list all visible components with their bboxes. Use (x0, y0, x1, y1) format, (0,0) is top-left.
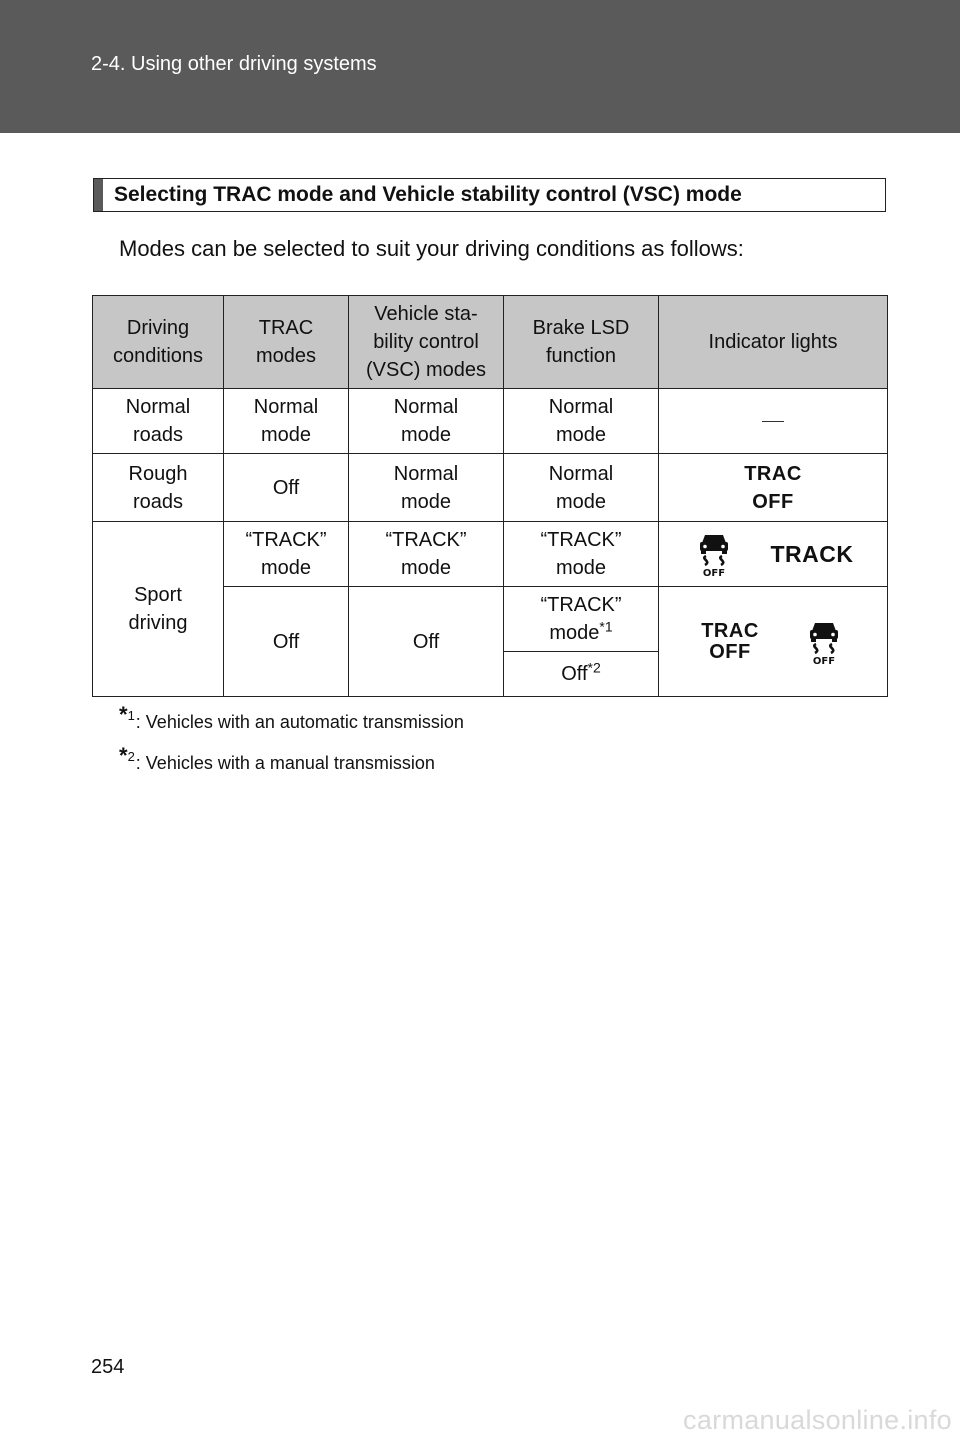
normal-vsc: Normal mode (348, 388, 504, 454)
asterisk-mark: * (119, 702, 128, 727)
vsc-off-icon: OFF (693, 531, 735, 577)
section-heading-box: Selecting TRAC mode and Vehicle stabilit… (93, 178, 886, 212)
normal-trac: Normal mode (223, 388, 349, 454)
modes-table: Driving conditions TRAC modes Vehicle st… (92, 295, 888, 697)
normal-condition: Normal roads (92, 388, 224, 454)
header-trac-modes: TRAC modes (223, 295, 349, 389)
asterisk-mark: * (587, 659, 593, 676)
rough-vsc: Normal mode (348, 453, 504, 522)
sport-off-lsd-at: “TRACK” mode*1 (503, 586, 659, 652)
sport-track-indicator: OFF TRACK (658, 521, 888, 587)
footnote-2: *2: Vehicles with a manual transmission (119, 743, 435, 773)
trac-off-indicator: TRAC OFF (701, 619, 759, 663)
sport-off-indicator: TRAC OFF OFF (658, 586, 888, 697)
table-row: Sport driving “TRACK” mode “TRACK” mode … (92, 521, 888, 697)
header-indicator-lights: Indicator lights (658, 295, 888, 389)
no-indicator-dash (762, 421, 784, 423)
sport-track-trac: “TRACK” mode (223, 521, 349, 587)
footnote-1: *1: Vehicles with an automatic transmiss… (119, 702, 464, 732)
table-header-row: Driving conditions TRAC modes Vehicle st… (92, 295, 888, 389)
sport-track-lsd: “TRACK” mode (503, 521, 659, 587)
page-number: 254 (91, 1356, 125, 1378)
table-row: Normal roads Normal mode Normal mode Nor… (92, 388, 888, 454)
watermark: carmanualsonline.info (683, 1405, 952, 1435)
trac-off-indicator: TRAC OFF (744, 462, 802, 513)
header-vsc-modes: Vehicle sta- bility control (VSC) modes (348, 295, 504, 389)
header-brake-lsd: Brake LSD function (503, 295, 659, 389)
sport-off-trac: Off (223, 586, 349, 697)
header-band: 2-4. Using other driving systems (0, 0, 960, 133)
asterisk-mark: * (599, 618, 605, 635)
sport-condition: Sport driving (92, 521, 224, 697)
rough-lsd: Normal mode (503, 453, 659, 522)
section-heading: Selecting TRAC mode and Vehicle stabilit… (114, 183, 742, 206)
asterisk-mark: * (119, 743, 128, 768)
sport-track-vsc: “TRACK” mode (348, 521, 504, 587)
heading-accent-bar (94, 179, 103, 211)
rough-indicator: TRAC OFF (658, 453, 888, 522)
normal-lsd: Normal mode (503, 388, 659, 454)
svg-text:OFF: OFF (813, 656, 835, 665)
rough-condition: Rough roads (92, 453, 224, 522)
table-row: Rough roads Off Normal mode Normal mode … (92, 453, 888, 522)
table-row: Off*2 (93, 651, 888, 697)
svg-text:OFF: OFF (702, 568, 724, 577)
sport-off-lsd-mt: Off*2 (503, 651, 659, 697)
track-indicator: TRACK (770, 541, 854, 567)
rough-trac: Off (223, 453, 349, 522)
sport-off-vsc: Off (348, 586, 504, 697)
table-row: Off Off “TRACK” mode*1 TRAC OFF (93, 586, 888, 697)
normal-indicator (658, 388, 888, 454)
vsc-off-icon: OFF (803, 619, 845, 665)
section-breadcrumb: 2-4. Using other driving systems (91, 53, 377, 75)
intro-text: Modes can be selected to suit your drivi… (119, 236, 744, 261)
header-driving-conditions: Driving conditions (92, 295, 224, 389)
